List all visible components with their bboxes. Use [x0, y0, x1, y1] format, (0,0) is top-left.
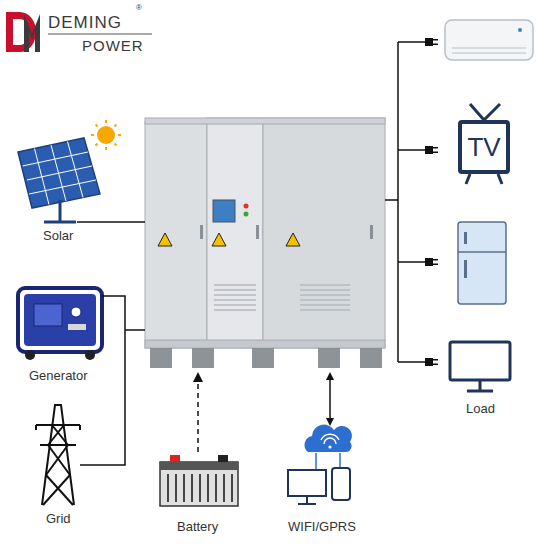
- storage-label: Battery: [177, 520, 218, 535]
- logo-mark: [6, 12, 40, 52]
- grid-tower: [36, 405, 80, 505]
- brand-name: POWER: [82, 37, 144, 54]
- screen-text: TV: [467, 134, 500, 160]
- logo-rule: [48, 34, 152, 35]
- battery: [160, 455, 238, 506]
- tv-screen: TV: [458, 120, 510, 174]
- generator: [18, 288, 102, 360]
- trademark-mark: ®: [136, 3, 142, 12]
- arrowhead: [193, 372, 203, 382]
- inverter-cabinet: [145, 118, 385, 368]
- brand-name: DEMING: [48, 13, 122, 33]
- cloud-network: [288, 425, 352, 504]
- air-conditioner: [445, 20, 533, 60]
- load-label: Load: [466, 402, 495, 417]
- dashed-connection: [197, 382, 199, 452]
- source-label: Generator: [29, 369, 88, 384]
- wiring: [77, 42, 425, 465]
- arrowhead: [326, 372, 334, 380]
- monitor: [450, 342, 510, 391]
- source-label: Grid: [46, 512, 71, 527]
- source-label: Solar: [43, 229, 73, 244]
- arrowhead: [326, 418, 334, 426]
- plug-symbols: [425, 38, 438, 366]
- solar-panel: [18, 120, 121, 222]
- communication-label: WIFI/GPRS: [288, 520, 356, 535]
- refrigerator: [458, 222, 506, 304]
